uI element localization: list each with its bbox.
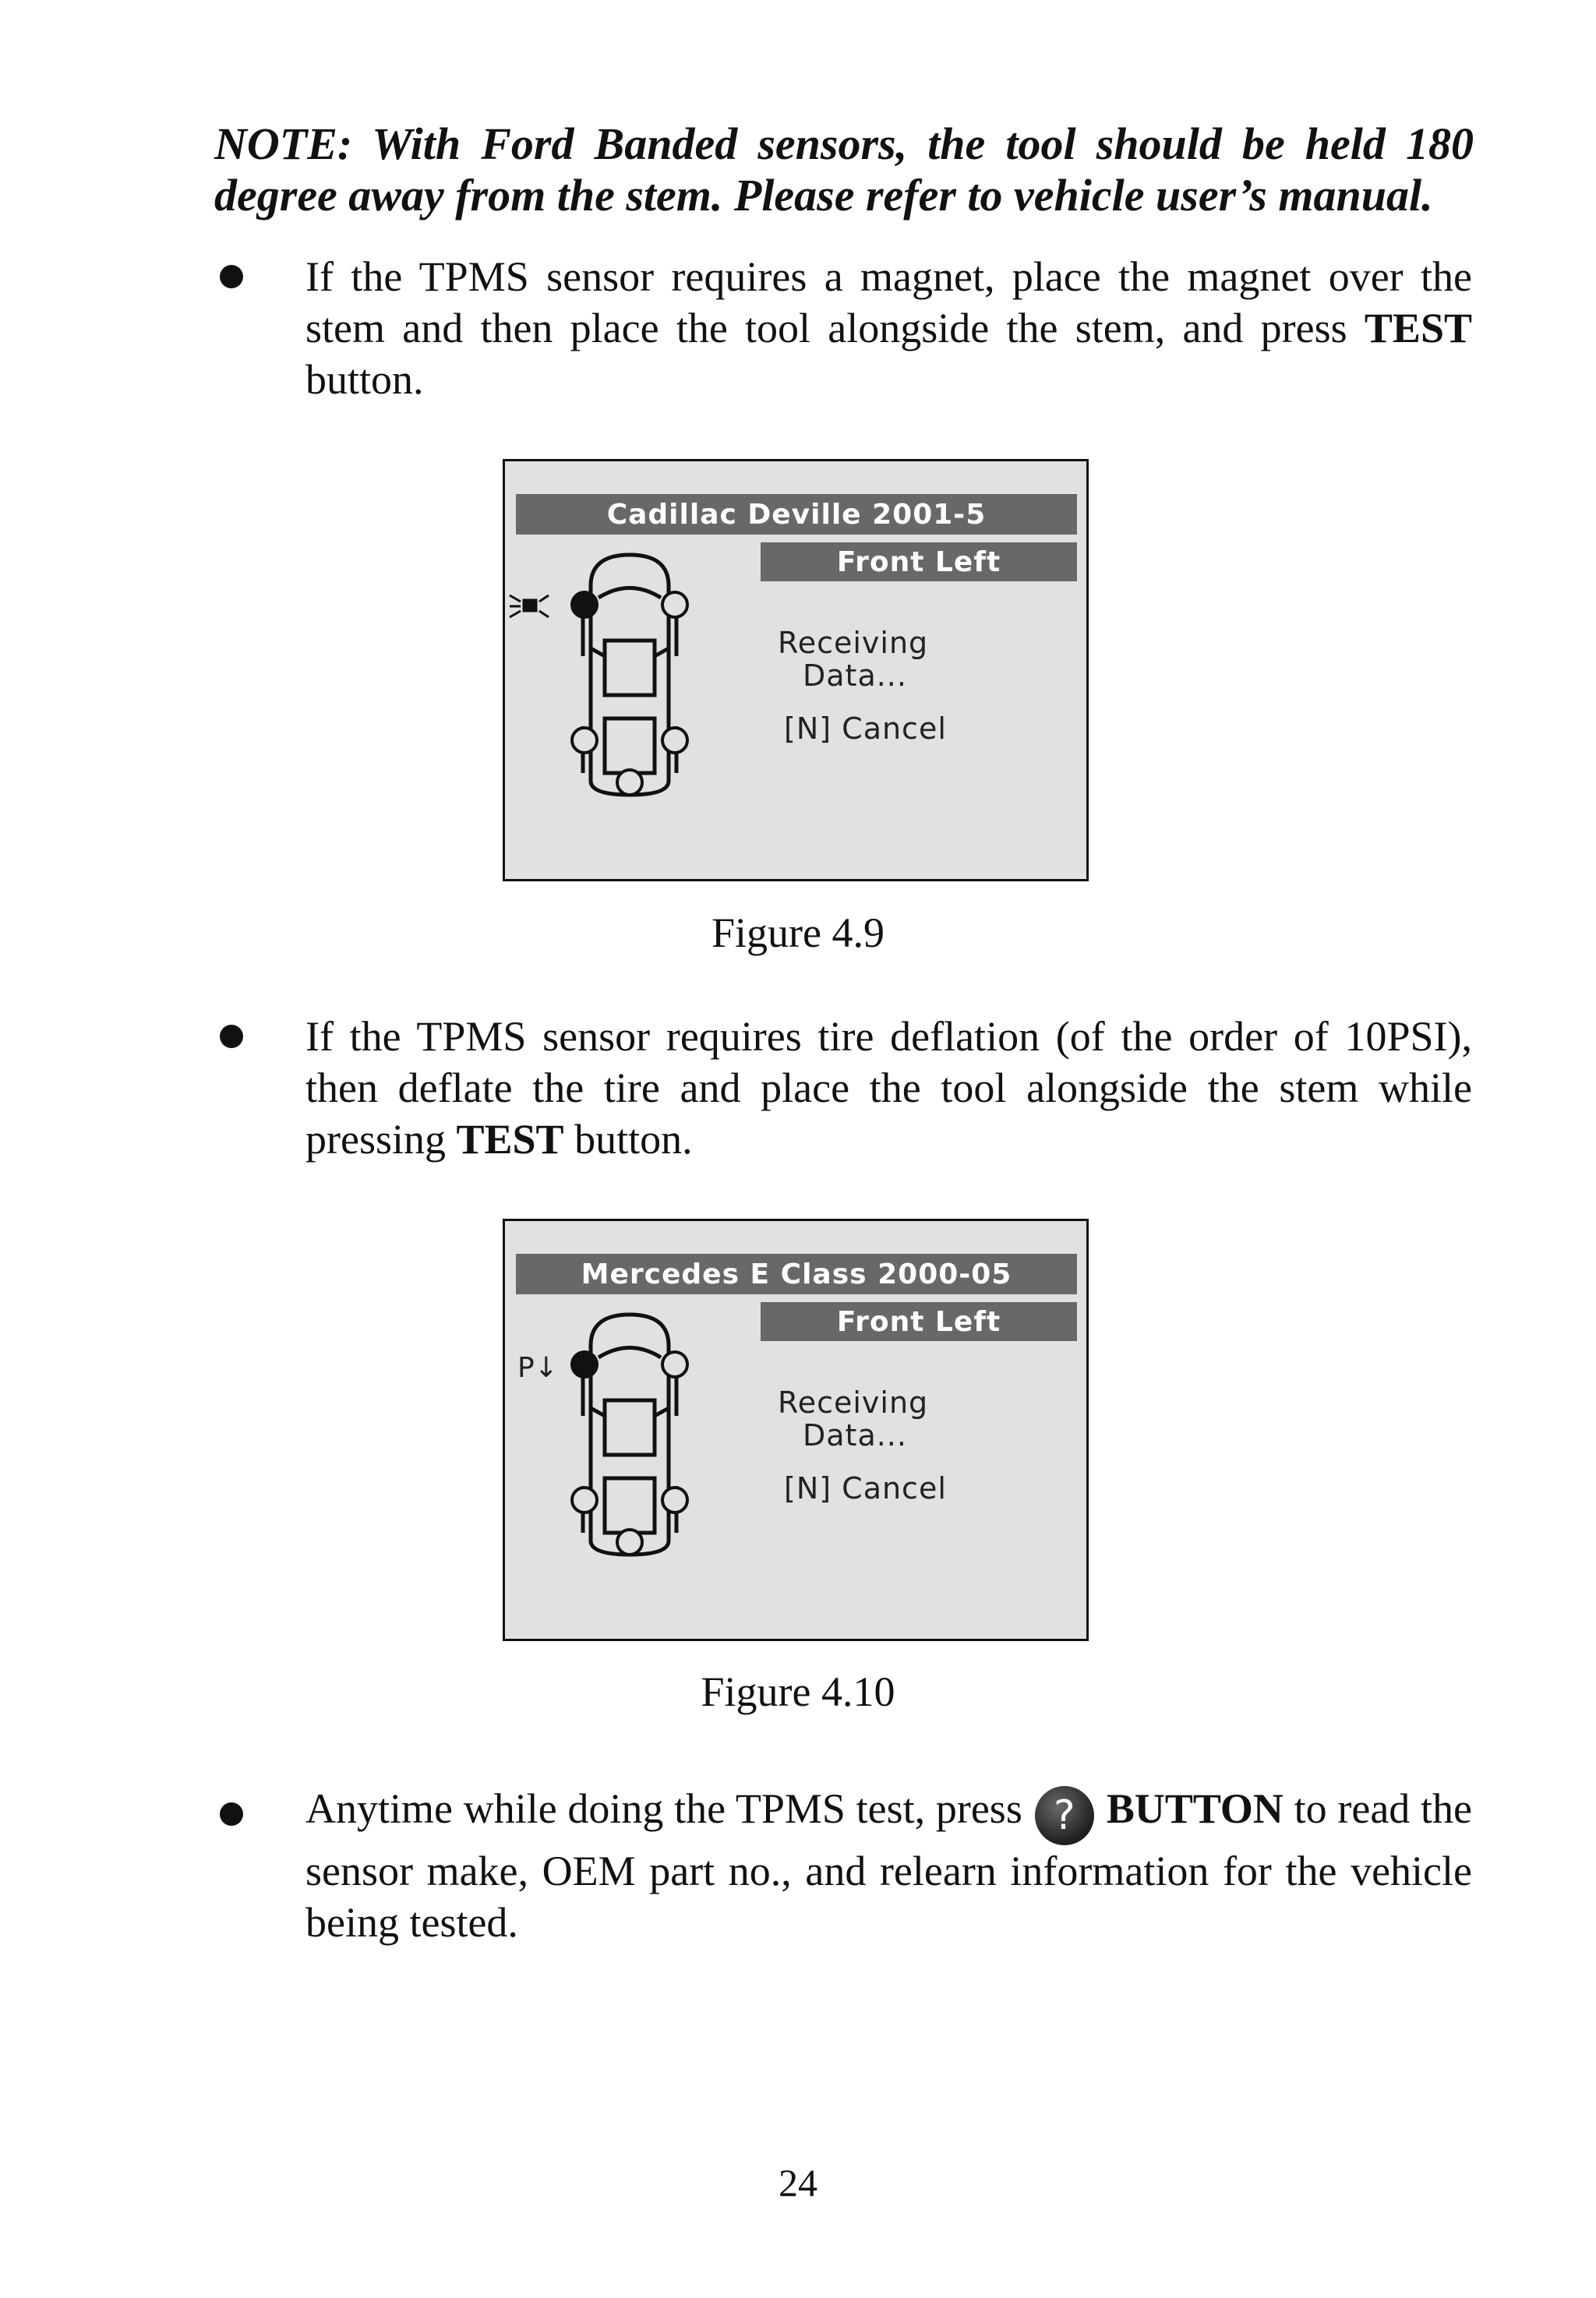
car-outline — [581, 552, 679, 797]
figure-caption: Figure 4.9 — [711, 909, 885, 956]
magnet-icon — [509, 594, 549, 619]
tire-rear-right — [661, 726, 689, 754]
bullet-text: Anytime while doing the TPMS test, press… — [305, 1783, 1472, 1948]
tire-rear-right — [661, 1486, 689, 1514]
test-button-label: TEST — [456, 1116, 564, 1163]
tire-position-bar: Front Left — [761, 1302, 1077, 1341]
help-button-label: BUTTON — [1106, 1785, 1284, 1832]
bullet-text-start: If the TPMS sensor requires a magnet, pl… — [305, 253, 1472, 351]
bullet-text: If the TPMS sensor requires a magnet, pl… — [305, 251, 1472, 405]
bullet-dot — [220, 1025, 243, 1048]
status-line-2: Data... — [803, 658, 907, 693]
bullet-text-end: button. — [563, 1116, 693, 1163]
tire-spare — [616, 1528, 644, 1556]
tire-front-right — [661, 1350, 689, 1378]
tool-screen: Mercedes E Class 2000-05 Front Left P↓ R… — [503, 1219, 1089, 1641]
tire-front-left — [570, 1350, 598, 1378]
tire-spare — [616, 768, 644, 796]
tire-rear-left — [570, 726, 598, 754]
tire-front-right — [661, 591, 689, 619]
bullet-dot — [220, 1802, 243, 1826]
bullet-text-start: Anytime while doing the TPMS test, press — [305, 1785, 1022, 1832]
figure-caption: Figure 4.10 — [701, 1668, 895, 1715]
test-button-label: TEST — [1364, 305, 1472, 351]
bullet-text-start: If the TPMS sensor requires tire deflati… — [305, 1013, 1472, 1163]
bullet-text-end: to read the sensor make, OEM part no., a… — [305, 1785, 1472, 1946]
pressure-down-indicator: P↓ — [517, 1352, 558, 1384]
cancel-option: [N] Cancel — [784, 1471, 947, 1506]
vehicle-title-bar: Cadillac Deville 2001-5 — [516, 494, 1077, 535]
cancel-option: [N] Cancel — [784, 711, 947, 746]
tool-screen: Cadillac Deville 2001-5 Front Left — [503, 459, 1089, 881]
car-diagram: P↓ — [517, 1312, 689, 1557]
car-diagram — [509, 552, 689, 797]
tire-position-bar: Front Left — [761, 542, 1077, 581]
bullet-text: If the TPMS sensor requires tire deflati… — [305, 1011, 1472, 1165]
page-number: 24 — [779, 2161, 817, 2204]
help-question-icon: ? — [1034, 1786, 1094, 1845]
bullet-dot — [220, 265, 243, 288]
status-line-1: Receiving — [778, 626, 929, 660]
car-outline — [581, 1312, 679, 1557]
status-line-2: Data... — [803, 1418, 907, 1453]
tire-rear-left — [570, 1486, 598, 1514]
status-line-1: Receiving — [778, 1386, 929, 1420]
note-paragraph: NOTE: With Ford Banded sensors, the tool… — [214, 118, 1474, 221]
vehicle-title-bar: Mercedes E Class 2000-05 — [516, 1254, 1077, 1294]
tire-front-left — [570, 591, 598, 619]
bullet-text-end: button. — [305, 356, 424, 403]
